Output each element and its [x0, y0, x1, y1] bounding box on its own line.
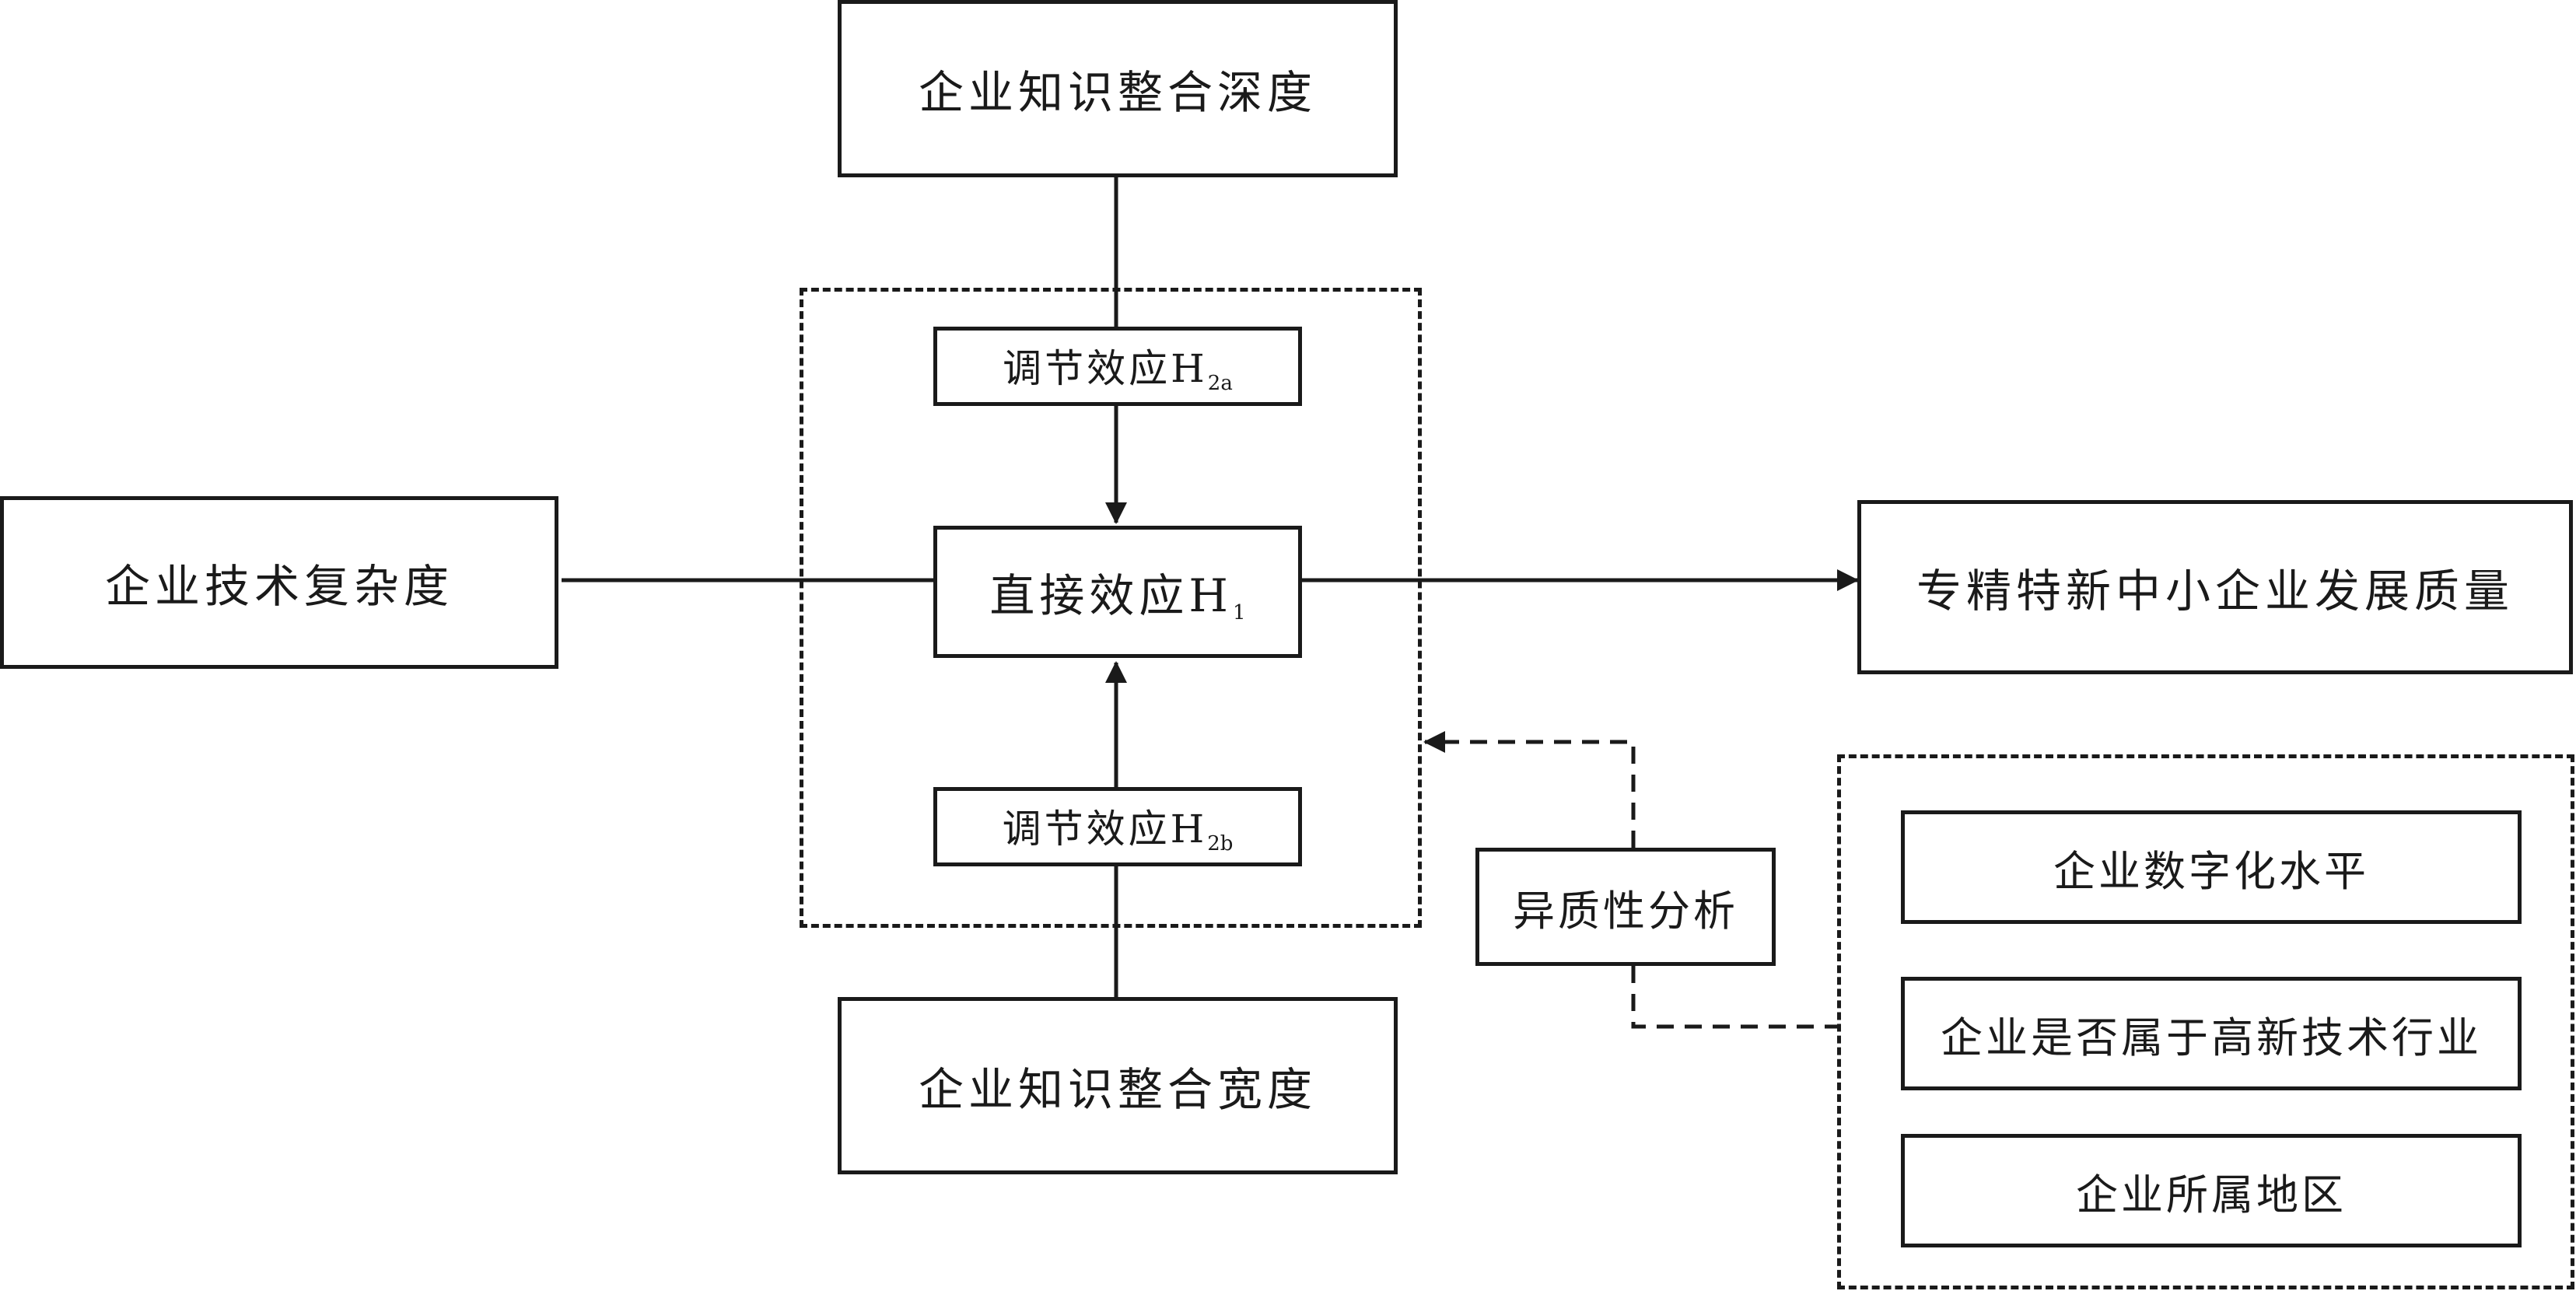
digitalization-level-box: 企业数字化水平 — [1901, 810, 2522, 924]
technical-complexity-label: 企业技术复杂度 — [104, 560, 453, 613]
heterogeneity-analysis-label: 异质性分析 — [1513, 886, 1738, 936]
moderator-a-box: 调节效应H2a — [933, 327, 1302, 406]
technical-complexity-box: 企业技术复杂度 — [0, 496, 558, 669]
knowledge-integration-breadth-box: 企业知识整合宽度 — [838, 997, 1398, 1174]
line-heterogeneity-to-groups — [1631, 966, 1837, 1029]
knowledge-integration-depth-label: 企业知识整合深度 — [918, 66, 1317, 119]
knowledge-integration-depth-box: 企业知识整合深度 — [838, 0, 1398, 177]
moderator-b-box: 调节效应H2b — [933, 787, 1302, 866]
development-quality-box: 专精特新中小企业发展质量 — [1857, 500, 2573, 674]
direct-effect-label: 直接效应H1 — [989, 569, 1246, 625]
moderator-a-label: 调节效应H2a — [1003, 346, 1233, 395]
region-label: 企业所属地区 — [2076, 1170, 2347, 1219]
heterogeneity-analysis-box: 异质性分析 — [1475, 848, 1776, 966]
development-quality-label: 专精特新中小企业发展质量 — [1916, 565, 2514, 618]
direct-effect-box: 直接效应H1 — [933, 526, 1302, 658]
high-tech-industry-label: 企业是否属于高新技术行业 — [1941, 1013, 2482, 1062]
moderator-b-label: 调节效应H2b — [1002, 806, 1234, 855]
heterogeneity-groups-frame — [1837, 754, 2574, 1289]
region-box: 企业所属地区 — [1901, 1134, 2522, 1247]
knowledge-integration-breadth-label: 企业知识整合宽度 — [918, 1063, 1317, 1116]
arrow-heterogeneity-to-frame — [1423, 731, 1636, 848]
digitalization-level-label: 企业数字化水平 — [2053, 846, 2369, 896]
mechanism-frame — [800, 288, 1422, 928]
high-tech-industry-box: 企业是否属于高新技术行业 — [1901, 977, 2522, 1090]
